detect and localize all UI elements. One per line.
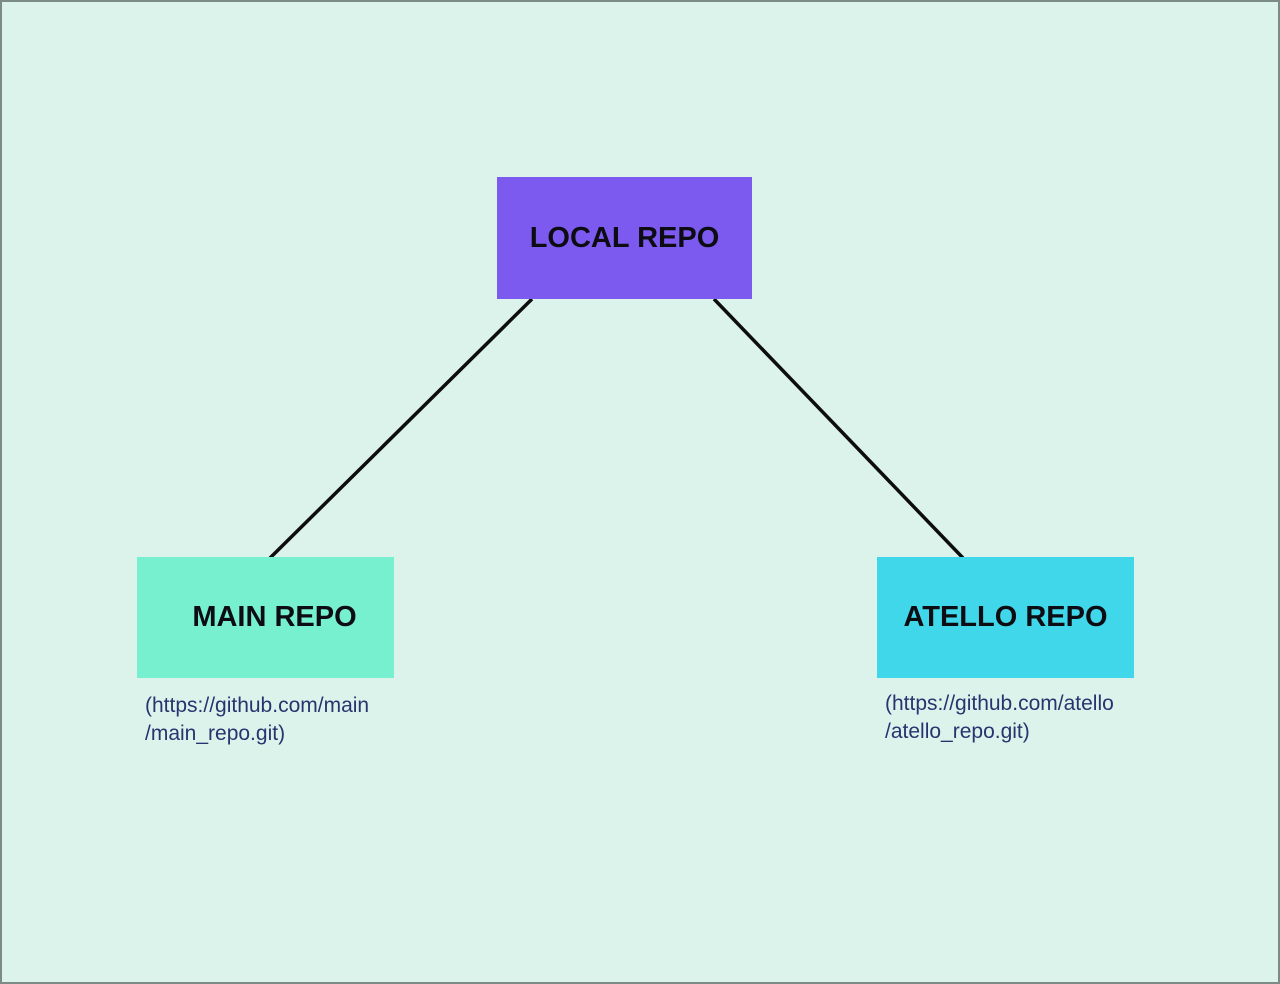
caption-atello-repo-url-line2: /atello_repo.git) — [885, 720, 1030, 743]
connector-local-to-atello — [712, 297, 965, 560]
node-local-repo-label: LOCAL REPO — [529, 221, 720, 254]
caption-main-repo-url-line1: (https://github.com/main — [145, 694, 370, 717]
caption-atello-repo-url-line1: (https://github.com/atello — [885, 692, 1114, 715]
node-atello-repo: ATELLO REPO — [877, 557, 1134, 678]
node-local-repo: LOCAL REPO — [497, 177, 752, 299]
connector-local-to-main — [268, 297, 534, 560]
node-main-repo-label: MAIN REPO — [192, 601, 357, 633]
node-atello-repo-label: ATELLO REPO — [903, 601, 1108, 633]
caption-main-repo-url-line2: /main_repo.git) — [145, 722, 286, 745]
node-main-repo: MAIN REPO — [137, 557, 394, 678]
caption-atello-repo-url: (https://github.com/atello /atello_repo.… — [885, 690, 1114, 746]
caption-main-repo-url: (https://github.com/main /main_repo.git) — [145, 692, 369, 748]
